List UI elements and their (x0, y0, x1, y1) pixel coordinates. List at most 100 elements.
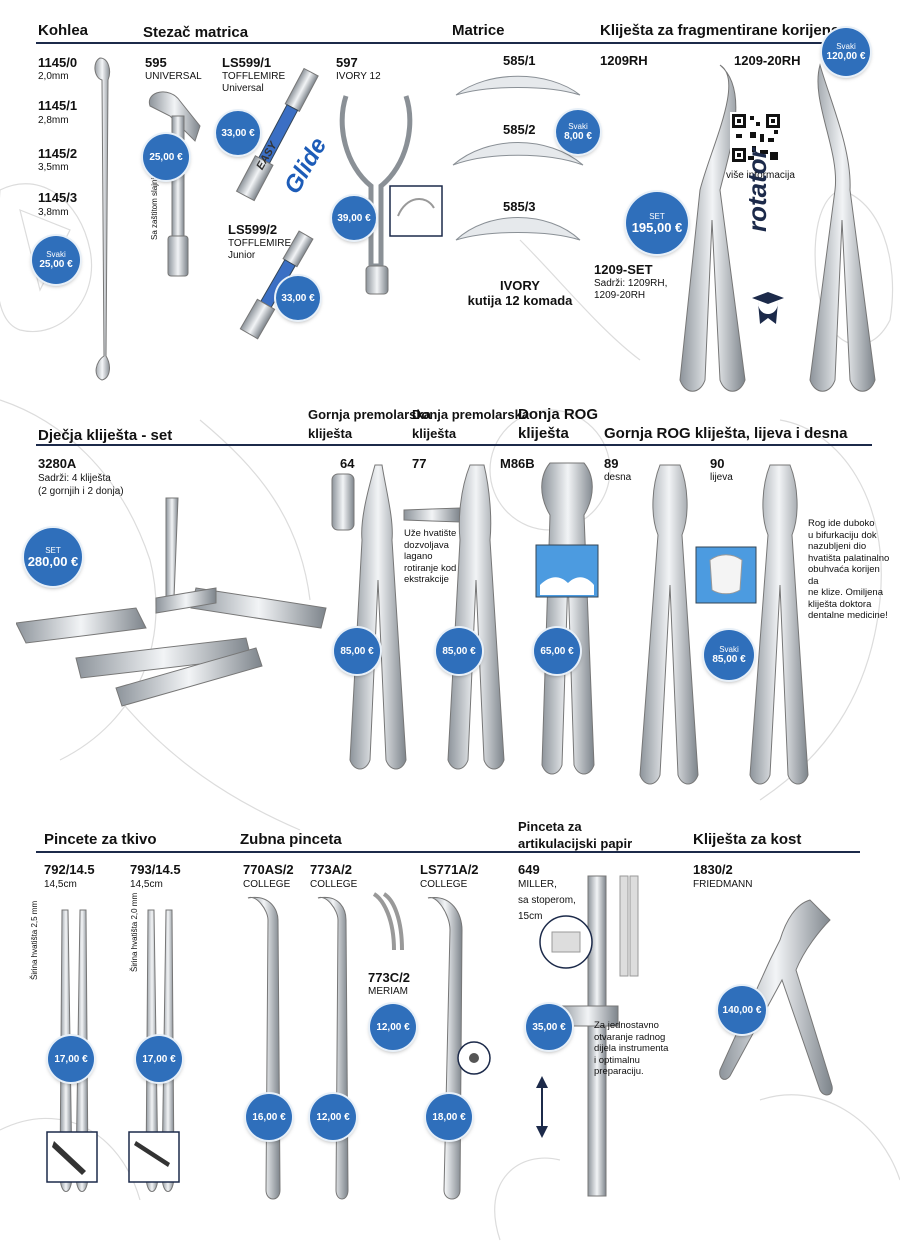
m86b-price-badge: 65,00 € (534, 628, 580, 674)
badge-price: 17,00 € (54, 1053, 88, 1065)
badge-price: 16,00 € (252, 1111, 286, 1123)
p649-price-badge: 35,00 € (526, 1004, 572, 1050)
ls599-1-sub1: TOFFLEMIRE (222, 71, 286, 82)
rog-note-line: obuhvaća korijen da (808, 564, 880, 587)
ls771-price-badge: 18,00 € (426, 1094, 472, 1140)
p89-side: desna (604, 472, 632, 483)
p77-note-line: rotiranje kod (404, 562, 457, 574)
p77-note-line: Uže hvatište (404, 528, 457, 539)
p595-sub: UNIVERSAL (145, 71, 202, 82)
p649-sub-0: MILLER, (518, 879, 557, 890)
section-title-zubna: Zubna pinceta (240, 831, 342, 848)
p773a-sub: COLLEGE (310, 879, 358, 890)
badge-price: 8,00 € (564, 131, 592, 142)
badge-label: Svaki (719, 645, 739, 654)
rotator-logo-icon (752, 292, 784, 324)
section-title-donja-rog-2: kliješta (518, 425, 569, 442)
ls599-1-price-badge: 33,00 € (216, 111, 260, 155)
p89-code: 89 (604, 456, 619, 471)
p1830-sub: FRIEDMANN (693, 879, 753, 890)
badge-price: 12,00 € (376, 1021, 410, 1033)
matrice-code-2: 585/2 (503, 122, 536, 137)
badge-price: 33,00 € (281, 292, 315, 304)
fragment-set-code: 1209-SET (594, 262, 653, 277)
rog-note: Rog ide duboko u bifurkaciju dok nazublj… (808, 518, 892, 622)
p597-sub: IVORY 12 (336, 71, 381, 82)
badge-price: 25,00 € (149, 151, 183, 163)
p770-sub: COLLEGE (243, 879, 291, 890)
badge-label: Svaki (568, 122, 588, 131)
p649-note-line: Za jednostavno (594, 1020, 659, 1031)
qr-code-image[interactable] (730, 112, 782, 164)
p649-sub-1: sa stoperom, (518, 895, 576, 906)
m86b-code: M86B (500, 456, 535, 471)
badge-price: 39,00 € (337, 212, 371, 224)
p793-size: 14,5cm (130, 879, 163, 890)
p597-code: 597 (336, 55, 358, 70)
p792-note: Širina hvatišta 2,5 mm (30, 900, 39, 980)
p770-tweezers-image (247, 896, 281, 1200)
section-title-kost: Kliješta za kost (693, 831, 802, 848)
badge-label: Svaki (836, 42, 856, 51)
p649-note-line: preparaciju. (594, 1066, 644, 1077)
p793-code: 793/14.5 (130, 862, 181, 877)
p649-note-line: otvaranje radnog (594, 1031, 666, 1043)
section-title-donja-rog-1: Donja ROG (518, 406, 599, 423)
p649-code: 649 (518, 862, 540, 877)
fragment-code-1: 1209RH (600, 53, 648, 68)
kohlea-price-badge: Svaki 25,00 € (32, 236, 80, 284)
p792-tip-detail-image (46, 1131, 98, 1183)
section-title-pincete: Pincete za tkivo (44, 831, 157, 848)
fragment-set-note2: 1209-20RH (594, 290, 646, 301)
p64-code: 64 (340, 456, 355, 471)
kohlea-size-3: 3,8mm (38, 207, 69, 218)
kohlea-instrument-image (94, 57, 111, 381)
badge-price: 25,00 € (39, 259, 73, 270)
matrice-foot1: IVORY (500, 278, 540, 293)
p77-note-line: dozvoljava (404, 539, 449, 551)
badge-price: 85,00 € (340, 645, 374, 657)
p773c-price-badge: 12,00 € (370, 1004, 416, 1050)
ls771-code: LS771A/2 (420, 862, 479, 877)
kohlea-size-0: 2,0mm (38, 71, 69, 82)
p773a-tweezers-image (317, 896, 349, 1200)
p90-side: lijeva (710, 472, 733, 483)
rog-note-line: ne klize. Omiljena (808, 587, 883, 598)
p597-instrument-image (339, 95, 443, 295)
kohlea-code-3: 1145/3 (38, 190, 78, 205)
p64-price-badge: 85,00 € (334, 628, 380, 674)
p792-size: 14,5cm (44, 879, 77, 890)
rog-note-line: u bifurkaciju dok (808, 529, 877, 541)
section-title-gornja-rog: Gornja ROG kliješta, lijeva i desna (604, 425, 848, 442)
section-title-stezac: Stezač matrica (143, 24, 249, 41)
rog-forceps-image (639, 464, 809, 785)
p649-note-line: i optimalnu (594, 1054, 640, 1066)
badge-price: 65,00 € (540, 645, 574, 657)
rog-note-line: kliješta doktora (808, 598, 872, 610)
rog-note-line: dentalne medicine! (808, 610, 888, 621)
djecja-set-image (16, 497, 327, 707)
section-title-matrice: Matrice (452, 22, 505, 39)
p595-price-badge: 25,00 € (143, 134, 189, 180)
p793-tip-detail-image (128, 1131, 180, 1183)
ls599-1-sub2: Universal (222, 83, 264, 94)
kohlea-size-2: 3,5mm (38, 162, 69, 173)
badge-price: 18,00 € (432, 1111, 466, 1123)
qr-caption: više informacija (726, 170, 795, 181)
p649-sub-2: 15cm (518, 911, 543, 922)
p77-note-line: lagano (404, 551, 433, 562)
ls599-2-sub1: TOFFLEMIRE (228, 238, 292, 249)
section-title-artikulacijski-2: artikulacijski papir (518, 836, 633, 851)
p1830-code: 1830/2 (693, 862, 733, 877)
matrice-price-badge: Svaki 8,00 € (556, 110, 600, 154)
section-divider (36, 42, 826, 44)
p77-price-badge: 85,00 € (436, 628, 482, 674)
djecja-code: 3280A (38, 456, 77, 471)
fragment-price-badge: Svaki 120,00 € (822, 28, 870, 76)
section-divider (36, 851, 860, 853)
djecja-set-badge: SET 280,00 € (24, 528, 82, 586)
badge-price: 35,00 € (532, 1021, 566, 1033)
fragment-set-note1: Sadrži: 1209RH, (594, 278, 668, 289)
fragment-code-2: 1209-20RH (734, 53, 801, 68)
rog-price-badge: Svaki 85,00 € (704, 630, 754, 680)
